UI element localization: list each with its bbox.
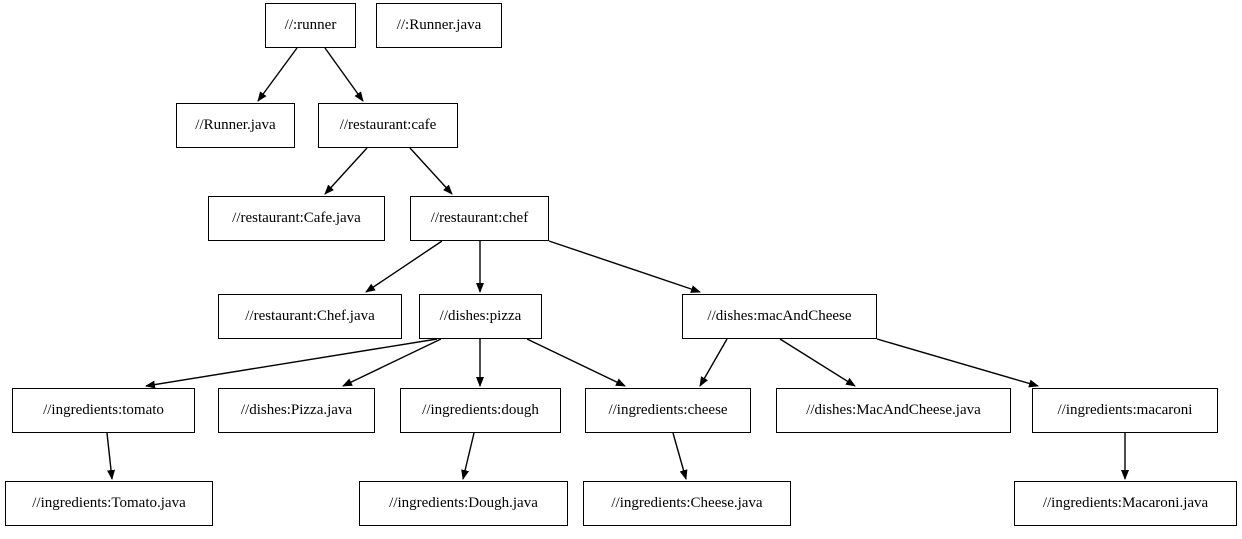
graph-node-restaurant_cafe_java[interactable]: //restaurant:Cafe.java: [208, 196, 385, 241]
graph-node-runner[interactable]: //:runner: [265, 3, 356, 48]
graph-node-label: //:runner: [284, 17, 337, 33]
graph-node-label: //dishes:macAndCheese: [707, 308, 852, 324]
graph-node-label: //dishes:MacAndCheese.java: [806, 402, 981, 418]
graph-node-label: //:Runner.java: [396, 17, 482, 33]
graph-node-label: //ingredients:Tomato.java: [32, 495, 186, 511]
graph-node-ingredients_macaroni[interactable]: //ingredients:macaroni: [1032, 388, 1218, 433]
graph-node-runner_java[interactable]: //Runner.java: [176, 103, 295, 148]
graph-node-dishes_macandcheese_java[interactable]: //dishes:MacAndCheese.java: [776, 388, 1011, 433]
graph-node-label: //dishes:Pizza.java: [240, 402, 353, 418]
graph-node-label: //restaurant:cafe: [339, 117, 437, 133]
graph-node-label: //ingredients:cheese: [608, 402, 728, 418]
graph-node-ingredients_cheese[interactable]: //ingredients:cheese: [585, 388, 751, 433]
graph-node-label: //Runner.java: [195, 117, 276, 133]
graph-node-ingredients_tomato_java[interactable]: //ingredients:Tomato.java: [5, 481, 213, 526]
graph-node-dishes_macandcheese[interactable]: //dishes:macAndCheese: [682, 294, 877, 339]
graph-node-ingredients_tomato[interactable]: //ingredients:tomato: [12, 388, 195, 433]
graph-node-dishes_pizza[interactable]: //dishes:pizza: [419, 294, 542, 339]
graph-node-label: //ingredients:Macaroni.java: [1042, 495, 1209, 511]
graph-node-ingredients_dough_java[interactable]: //ingredients:Dough.java: [359, 481, 568, 526]
graph-node-ingredients_cheese_java[interactable]: //ingredients:Cheese.java: [583, 481, 791, 526]
graph-node-label: //ingredients:macaroni: [1057, 402, 1193, 418]
graph-node-label: //ingredients:Dough.java: [389, 495, 538, 511]
graph-node-label: //ingredients:dough: [422, 402, 539, 418]
graph-node-restaurant_chef_java[interactable]: //restaurant:Chef.java: [218, 294, 402, 339]
graph-node-label: //ingredients:tomato: [43, 402, 164, 418]
graph-node-label: //ingredients:Cheese.java: [611, 495, 763, 511]
graph-node-ingredients_dough[interactable]: //ingredients:dough: [400, 388, 561, 433]
graph-node-ingredients_macaroni_java[interactable]: //ingredients:Macaroni.java: [1014, 481, 1237, 526]
graph-node-label: //dishes:pizza: [439, 308, 522, 324]
graph-node-restaurant_cafe[interactable]: //restaurant:cafe: [318, 103, 458, 148]
graph-node-root_runner_java[interactable]: //:Runner.java: [376, 3, 502, 48]
graph-node-dishes_pizza_java[interactable]: //dishes:Pizza.java: [218, 388, 375, 433]
graph-node-label: //restaurant:Cafe.java: [232, 210, 361, 226]
graph-node-restaurant_chef[interactable]: //restaurant:chef: [410, 196, 549, 241]
graph-node-label: //restaurant:Chef.java: [245, 308, 375, 324]
graph-node-label: //restaurant:chef: [430, 210, 529, 226]
